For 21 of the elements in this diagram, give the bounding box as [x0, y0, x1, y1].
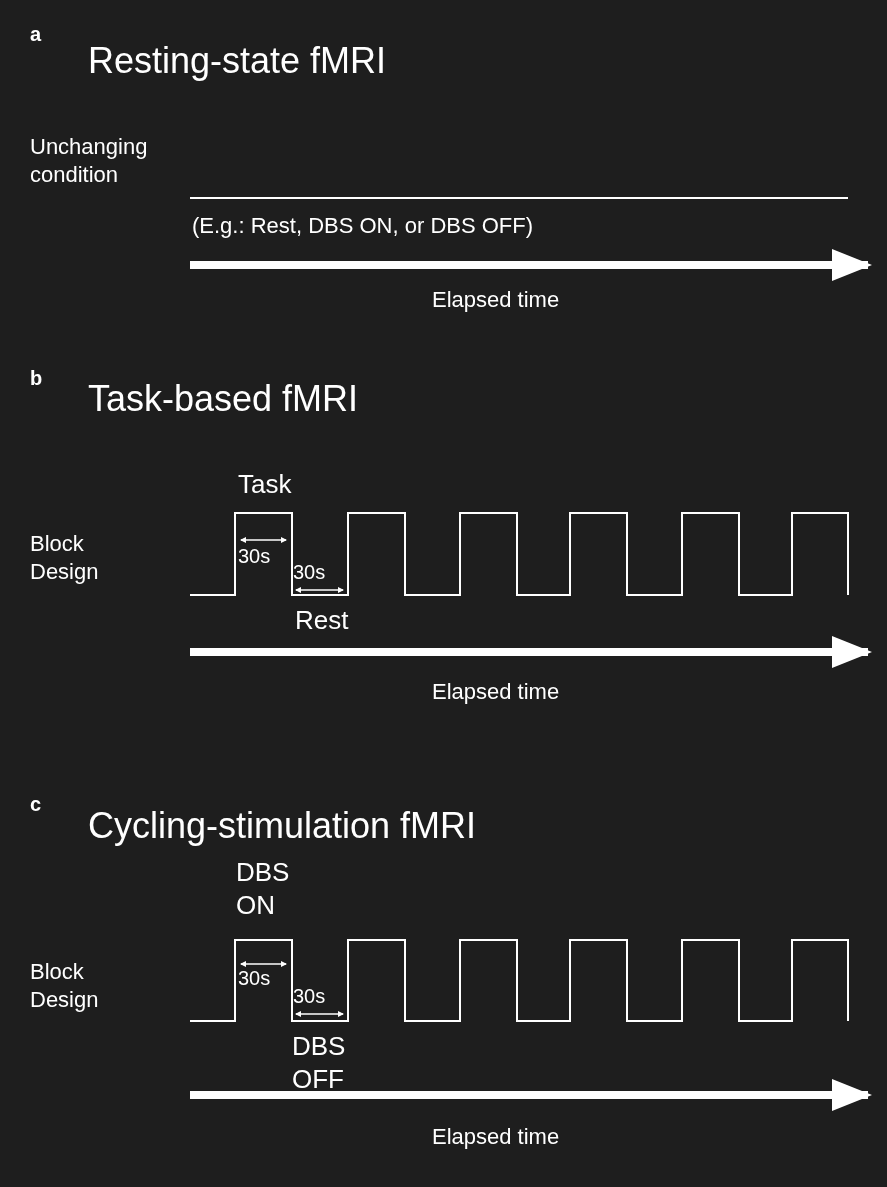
axis-label: Elapsed time — [432, 678, 561, 706]
panel-letter: c — [30, 792, 43, 817]
phase-label: Task — [238, 468, 293, 501]
design-label: Block Design — [30, 530, 100, 585]
phase-label: DBS ON — [236, 856, 291, 921]
phase-label: Rest — [295, 604, 350, 637]
duration-label: 30s — [238, 544, 272, 569]
panel-letter: b — [30, 366, 44, 391]
axis-label: Elapsed time — [432, 286, 561, 314]
duration-label: 30s — [293, 560, 327, 585]
axis-label: Elapsed time — [432, 1123, 561, 1151]
duration-label: 30s — [293, 984, 327, 1009]
condition-label: Unchanging condition — [30, 133, 149, 188]
panel-letter: a — [30, 22, 43, 47]
design-label: Block Design — [30, 958, 100, 1013]
duration-label: 30s — [238, 966, 272, 991]
panel-title: Task-based fMRI — [88, 377, 360, 421]
phase-label: DBS OFF — [292, 1030, 347, 1095]
panel-title: Cycling-stimulation fMRI — [88, 804, 478, 848]
condition-note: (E.g.: Rest, DBS ON, or DBS OFF) — [192, 212, 535, 240]
panel-title: Resting-state fMRI — [88, 39, 388, 83]
